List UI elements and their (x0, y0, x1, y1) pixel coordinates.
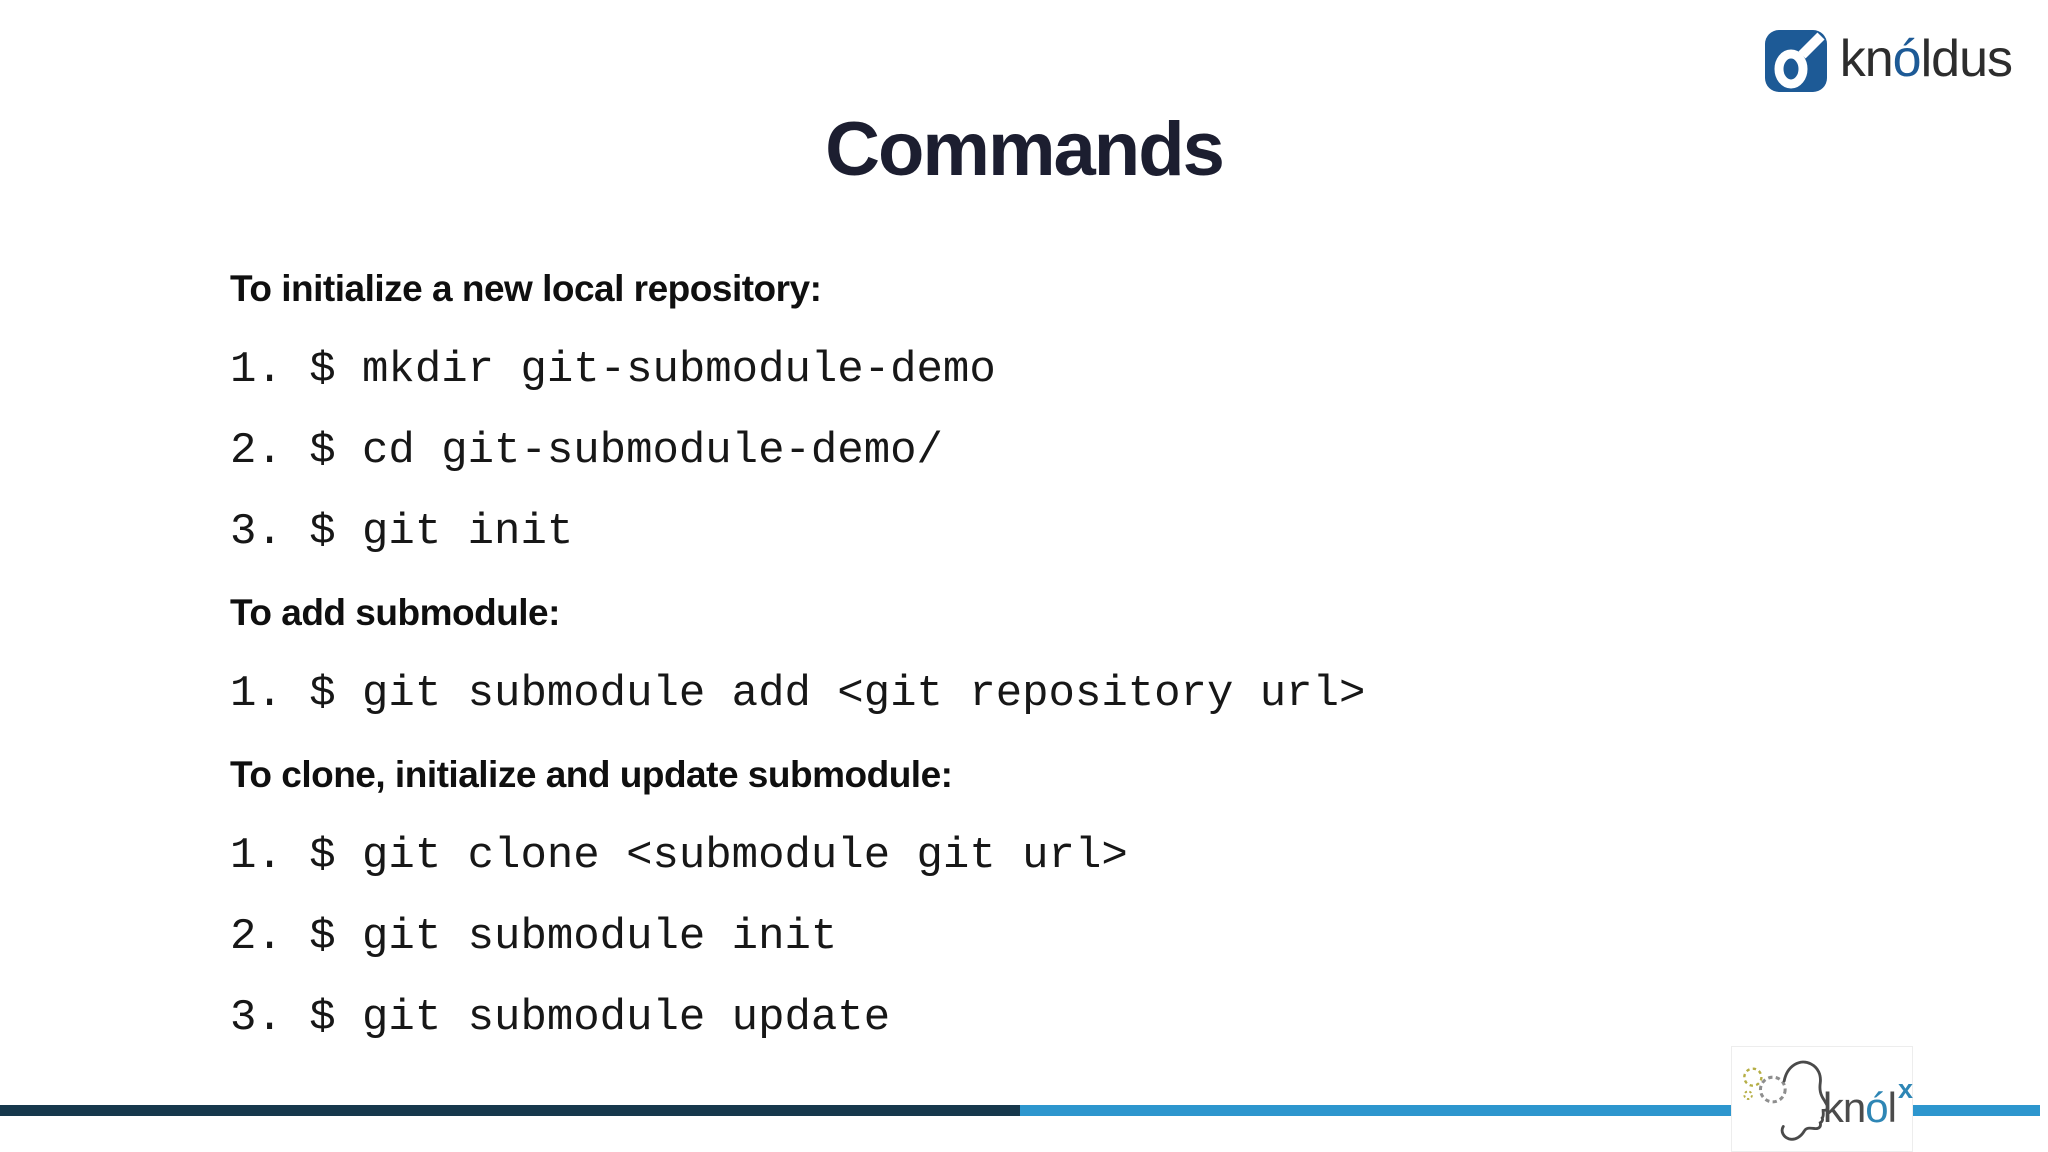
knolx-logo: knólx (1731, 1046, 1913, 1152)
knoldus-logo-icon (1764, 30, 1827, 92)
command-line: 3. $ git submodule update (230, 992, 891, 1043)
page-title: Commands (825, 107, 1225, 192)
footer-divider-light (1020, 1105, 2040, 1116)
command-line: 2. $ git submodule init (230, 911, 838, 962)
command-line: 2. $ cd git-submodule-demo/ (230, 425, 943, 476)
knoldus-logo: knóldus (1764, 30, 2013, 92)
logo-text-prefix: kn (1839, 30, 1894, 88)
knolx-text-accent: ó (1865, 1083, 1888, 1131)
command-line: 3. $ git init (230, 506, 574, 557)
knolx-logo-text: knólx (1822, 1073, 1913, 1131)
knolx-head-icon (1743, 1060, 1827, 1141)
section-heading: To initialize a new local repository: (230, 267, 822, 309)
footer-divider-dark (0, 1105, 1020, 1116)
knoldus-logo-text: knóldus (1839, 30, 2013, 89)
knolx-text-prefix: kn (1822, 1083, 1866, 1131)
section-heading: To add submodule: (230, 591, 560, 633)
knolx-text-suffix: l (1887, 1083, 1897, 1131)
logo-text-suffix: ldus (1920, 30, 2013, 88)
command-sections: To initialize a new local repository: 1.… (230, 248, 1730, 1058)
knolx-text-sup: x (1897, 1073, 1913, 1104)
command-line: 1. $ mkdir git-submodule-demo (230, 344, 996, 395)
logo-text-accent: ó (1892, 30, 1922, 88)
command-line: 1. $ git clone <submodule git url> (230, 830, 1128, 881)
section-heading: To clone, initialize and update submodul… (230, 753, 953, 795)
command-line: 1. $ git submodule add <git repository u… (230, 668, 1366, 719)
